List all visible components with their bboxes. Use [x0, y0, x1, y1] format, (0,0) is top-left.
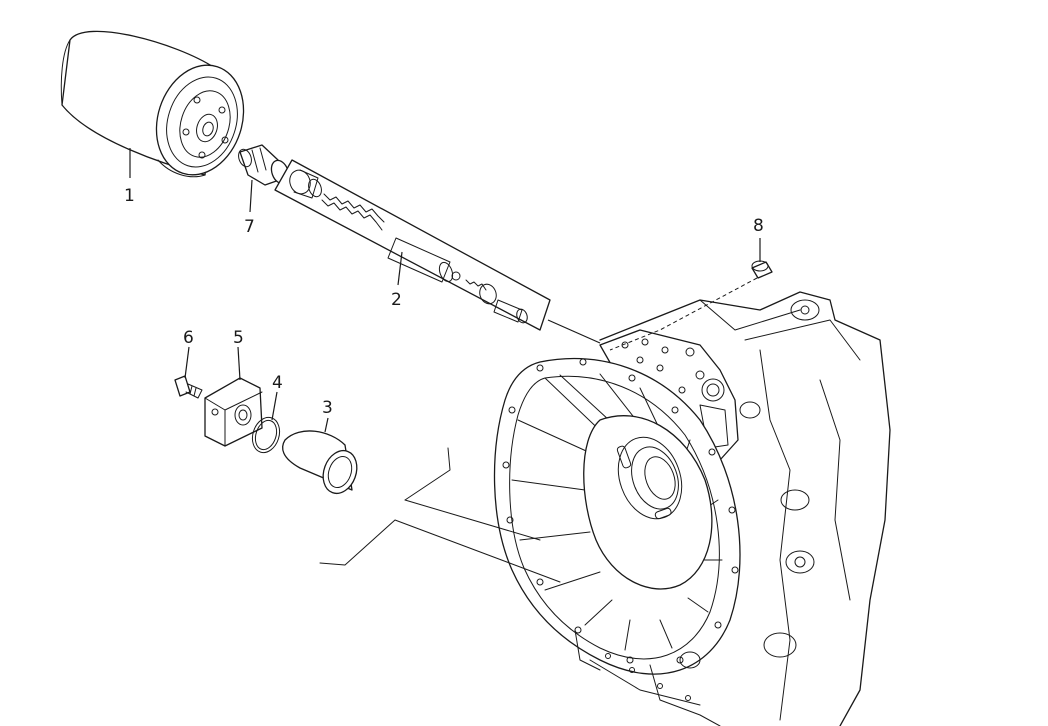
- callout-5: 5: [233, 328, 244, 348]
- plug-icon: [751, 260, 773, 279]
- callout-3: 3: [322, 398, 333, 418]
- callout-7: 7: [244, 217, 255, 237]
- transmission-housing-icon: [493, 291, 891, 726]
- callout-2: 2: [391, 290, 402, 310]
- screw-icon: [174, 375, 203, 399]
- leader-lines: [129, 148, 761, 433]
- sleeve-icon: [282, 430, 358, 495]
- assembly-lines: [319, 277, 758, 583]
- o-ring-icon: [251, 416, 281, 454]
- threaded-nipple-icon: [238, 144, 290, 186]
- callout-1: 1: [124, 186, 135, 206]
- callout-4: 4: [272, 373, 283, 393]
- valve-kit-icon: [274, 159, 551, 331]
- oil-filter-icon: [60, 30, 245, 178]
- callout-labels: 1 7 2 8 6 5 4 3: [124, 186, 764, 418]
- cover-plate-icon: [204, 377, 263, 447]
- callout-6: 6: [183, 328, 194, 348]
- callout-8: 8: [753, 216, 764, 236]
